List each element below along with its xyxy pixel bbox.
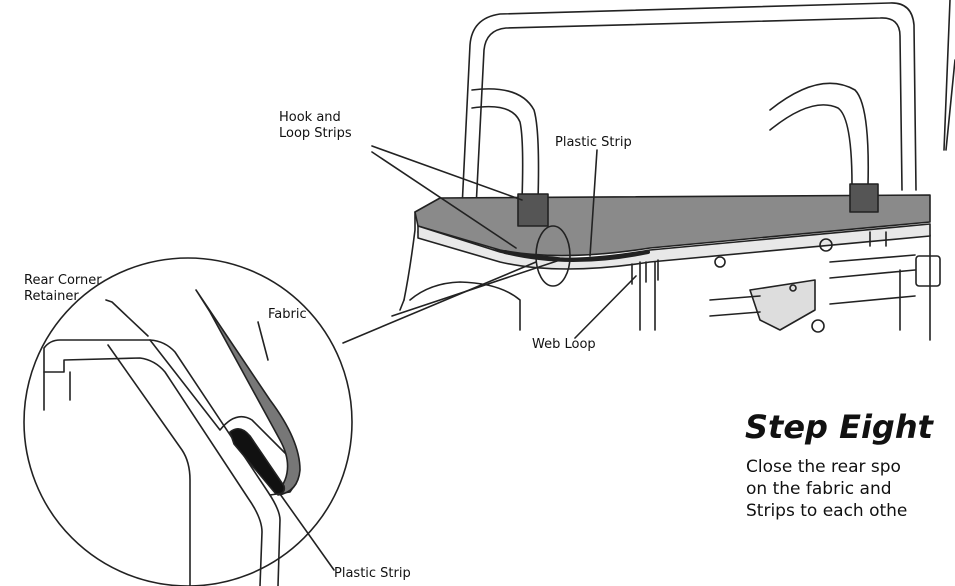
rear-bolt-a [819, 238, 833, 252]
canopy-frame-right-arm [769, 82, 870, 186]
leader-plastic-strip-top [589, 149, 598, 257]
retainer-profile-inner [43, 357, 263, 586]
canopy-frame-left-arm [471, 88, 540, 201]
step-instructions-line1: Close the rear spo [746, 457, 901, 477]
rear-panel-details [639, 254, 916, 331]
label-plastic-strip-top: Plastic Strip [555, 135, 632, 150]
leader-web-loop [574, 275, 637, 339]
plastic-strip-edge [503, 250, 650, 262]
leader-fabric [257, 321, 269, 361]
callout-ellipse [535, 225, 571, 287]
label-fabric: Fabric [268, 307, 307, 322]
rear-bolt-c [789, 284, 797, 292]
label-hook-and-loop-line2: Loop Strips [279, 126, 352, 141]
retainer-left-leg [69, 344, 191, 586]
left-fender [399, 281, 521, 331]
hook-loop-strip-left [517, 193, 549, 227]
label-plastic-strip-detail: Plastic Strip [334, 566, 411, 581]
leader-hook-loop-left [371, 151, 517, 249]
step-title: Step Eight [745, 408, 933, 446]
label-rear-corner-line1: Rear Corner [24, 273, 102, 288]
canopy-frame-rear-inner [475, 17, 903, 209]
step-instructions-line3: Strips to each othe [746, 501, 908, 521]
step-instructions-line2: on the fabric and [746, 479, 892, 499]
rear-latch [915, 255, 941, 287]
rear-bolt-d [811, 319, 825, 333]
web-loop-pegs [631, 231, 887, 285]
label-rear-corner-retainer: Rear Corner Retainer [24, 273, 102, 305]
leader-hook-loop-right [371, 145, 523, 201]
label-rear-corner-line2: Retainer [24, 289, 79, 304]
hinge-plate [749, 279, 816, 331]
rear-bolt-b [714, 256, 726, 268]
label-hook-and-loop-line1: Hook and [279, 110, 341, 125]
step-instructions: Close the rear spo on the fabric and Str… [746, 456, 907, 522]
hook-loop-strip-right [849, 183, 879, 213]
retainer-profile-outer [43, 339, 281, 586]
callout-connector-lower [391, 259, 561, 317]
callout-connector-upper [342, 261, 537, 344]
plastic-strip-detail [229, 428, 286, 495]
far-right-frame [943, 0, 955, 151]
label-hook-and-loop-strips: Hook and Loop Strips [279, 110, 352, 142]
fabric-layer [195, 289, 301, 496]
leader-rear-corner [105, 299, 149, 337]
leader-plastic-strip-detail [279, 493, 335, 571]
canopy-frame-rear [461, 2, 917, 209]
detail-circle [23, 257, 353, 586]
label-web-loop: Web Loop [532, 337, 596, 352]
